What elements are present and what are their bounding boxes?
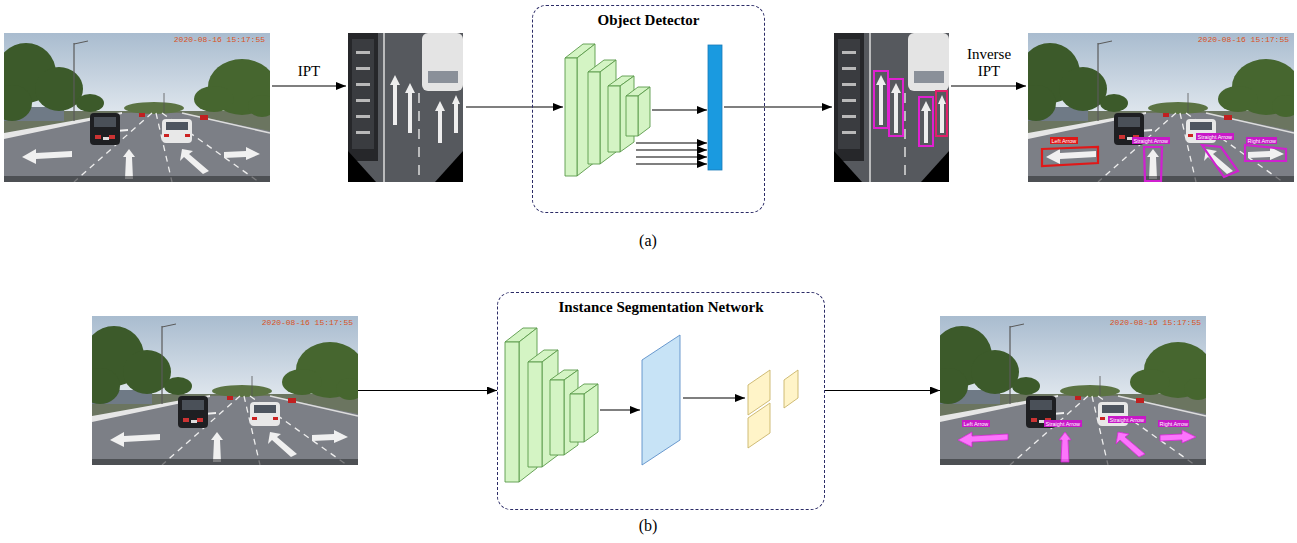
flow-arrows bbox=[272, 86, 1026, 107]
class-tag: Straight Arrow bbox=[1132, 137, 1170, 144]
timestamp: 2020-08-16 15:17:55 bbox=[1198, 36, 1289, 44]
timestamp: 2020-08-16 15:17:55 bbox=[1110, 319, 1201, 327]
flow-arrow bbox=[358, 390, 497, 391]
module-title: Instance Segmentation Network bbox=[498, 293, 824, 316]
detection-head bbox=[708, 45, 722, 170]
birds-eye-photo bbox=[348, 33, 463, 182]
flow-arrow bbox=[825, 390, 940, 391]
class-tag: Straight Arrow bbox=[1044, 420, 1082, 427]
camera-image: 2020-08-16 15:17:55 bbox=[92, 316, 358, 465]
camera-photo bbox=[928, 316, 1212, 465]
instance-masks bbox=[958, 430, 1196, 462]
class-tag: Straight Arrow bbox=[1108, 416, 1146, 423]
camera-photo bbox=[80, 316, 364, 465]
detection-boxes bbox=[874, 71, 947, 146]
transform-label: IPT bbox=[298, 63, 321, 80]
feature-map bbox=[642, 335, 680, 465]
class-tag: Right Arrow bbox=[1158, 420, 1189, 427]
class-tag: Left Arrow bbox=[1050, 137, 1078, 144]
class-tag: Right Arrow bbox=[1246, 137, 1277, 144]
subfigure-caption: (b) bbox=[639, 517, 658, 535]
camera-photo bbox=[1016, 33, 1297, 182]
transform-label: Inverse IPT bbox=[954, 46, 1024, 81]
backbone-blocks bbox=[565, 44, 650, 176]
camera-photo bbox=[0, 33, 276, 182]
feature-arrows bbox=[600, 398, 745, 410]
camera-image: 2020-08-16 15:17:55Left Arrow Straight Ar… bbox=[940, 316, 1206, 465]
class-tag: Straight Arrow bbox=[1196, 133, 1234, 140]
timestamp: 2020-08-16 15:17:55 bbox=[174, 36, 265, 44]
camera-image: 2020-08-16 15:17:55 bbox=[4, 33, 270, 182]
timestamp: 2020-08-16 15:17:55 bbox=[262, 319, 353, 327]
class-tag: Left Arrow bbox=[962, 420, 990, 427]
feature-arrows bbox=[636, 110, 707, 164]
birds-eye-photo bbox=[834, 33, 949, 182]
backbone-blocks bbox=[505, 328, 598, 482]
network-module: Instance Segmentation Network bbox=[497, 292, 825, 510]
mask-heads bbox=[748, 370, 798, 448]
projected-masks bbox=[1042, 145, 1286, 181]
module-title: Object Detector bbox=[533, 6, 764, 29]
network-module: Object Detector bbox=[532, 5, 765, 213]
subfigure-caption: (a) bbox=[639, 232, 657, 250]
camera-image: 2020-08-16 15:17:55Left Arrow Straight Ar… bbox=[1028, 33, 1294, 182]
